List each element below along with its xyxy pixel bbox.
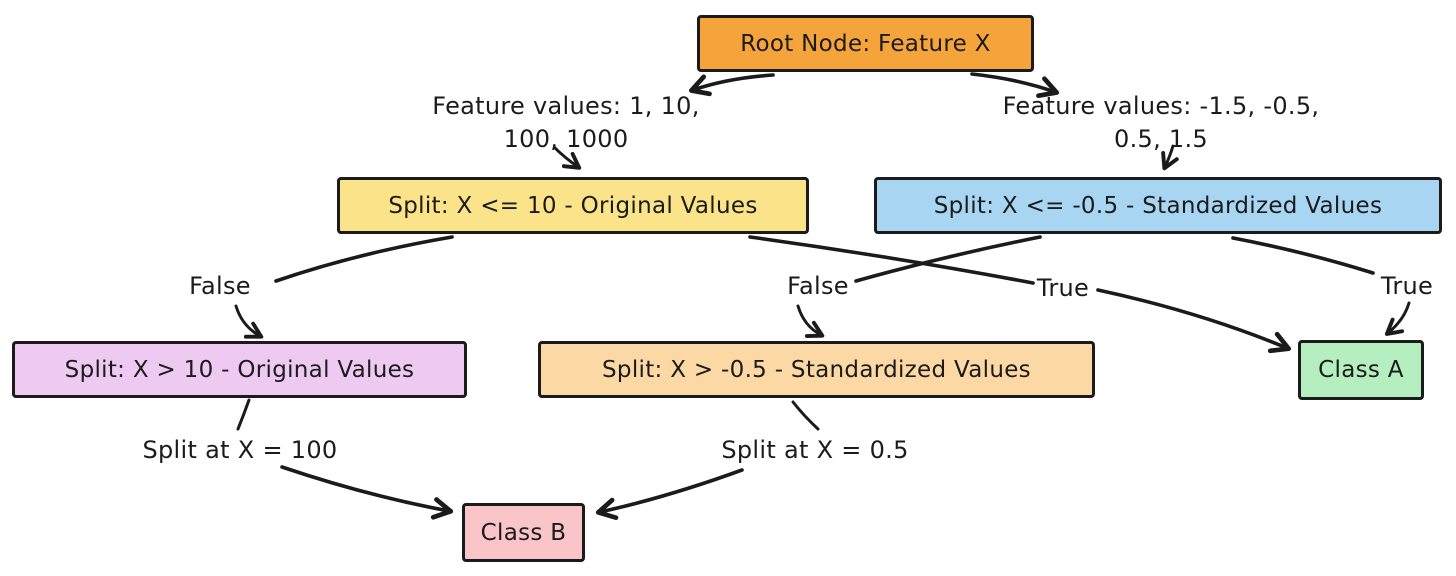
- node-class-b-label: Class B: [480, 519, 567, 546]
- node-class-a: Class A: [1298, 340, 1424, 400]
- edge-root-to-original-values: [688, 73, 775, 97]
- split-at-100-label: Split at X = 100: [142, 436, 338, 464]
- node-split-leneg05-label: Split: X <= -0.5 - Standardized Values: [933, 192, 1383, 219]
- edge-false-label-to-split-gt10: [234, 304, 264, 339]
- split-at-05-label: Split at X = 0.5: [721, 436, 909, 464]
- node-split-le10-original: Split: X <= 10 - Original Values: [337, 177, 809, 234]
- standardized-feature-values-label: Feature values: -1.5, -0.5, 0.5, 1.5: [1002, 92, 1320, 153]
- node-split-gt10-original: Split: X > 10 - Original Values: [12, 341, 467, 398]
- true-label-original: True: [1036, 274, 1090, 302]
- node-split-gt10-label: Split: X > 10 - Original Values: [64, 356, 415, 383]
- edge-false-label-to-split-gtneg05: [796, 304, 825, 338]
- node-split-leneg05-standardized: Split: X <= -0.5 - Standardized Values: [874, 177, 1442, 234]
- false-label-original: False: [189, 272, 251, 300]
- node-split-le10-label: Split: X <= 10 - Original Values: [388, 192, 758, 219]
- node-root-label: Root Node: Feature X: [740, 30, 991, 57]
- edge-split-at-05-to-class-b: [595, 468, 744, 521]
- true-label-standardized: True: [1380, 272, 1434, 300]
- original-feature-values-label: Feature values: 1, 10, 100, 1000: [432, 92, 700, 153]
- edge-split-at-100-to-class-b: [280, 465, 454, 520]
- node-root: Root Node: Feature X: [697, 15, 1034, 72]
- node-class-a-label: Class A: [1318, 357, 1404, 383]
- edge-split-leneg05-to-true-label: [1231, 236, 1375, 275]
- edge-split-gt10-to-split-at-100: [236, 398, 251, 431]
- edge-split-gtneg05-to-split-at-05: [791, 400, 820, 431]
- edge-true-label-to-class-a-short: [1384, 301, 1411, 336]
- false-label-standardized: False: [787, 272, 849, 300]
- edge-true-label-to-class-a: [1096, 288, 1292, 354]
- node-class-b: Class B: [462, 503, 585, 562]
- node-split-gtneg05-standardized: Split: X > -0.5 - Standardized Values: [538, 341, 1095, 398]
- node-split-gtneg05-label: Split: X > -0.5 - Standardized Values: [602, 356, 1031, 383]
- edge-split-le10-to-false-label: [274, 235, 454, 283]
